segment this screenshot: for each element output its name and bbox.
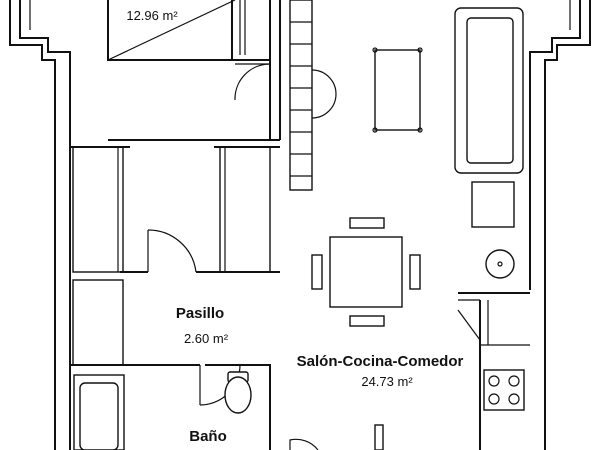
- coffee-table: [372, 47, 423, 133]
- hallway-area: 2.60 m²: [184, 331, 229, 346]
- bedroom-area: 12.96 m²: [126, 8, 178, 23]
- staircase: [289, 0, 337, 191]
- bathroom-walls: [70, 279, 271, 450]
- stove: [483, 369, 525, 411]
- hallway-wardrobes: [70, 146, 280, 273]
- hallway-door: [120, 229, 280, 273]
- left-exterior-wall: [9, 0, 71, 450]
- toilet: [224, 371, 252, 414]
- bedroom-door: [234, 63, 271, 101]
- dining-set: [311, 217, 421, 327]
- living-name: Salón-Cocina-Comedor: [297, 353, 464, 370]
- hallway-name: Pasillo: [176, 305, 224, 322]
- living-area: 24.73 m²: [361, 374, 413, 389]
- lower-living-details: [289, 424, 384, 450]
- bedroom-closet: [107, 0, 270, 61]
- kitchen-counter: [457, 292, 530, 450]
- bathroom-name: Baño: [189, 428, 227, 445]
- sofa: [454, 7, 524, 174]
- right-exterior-wall: [529, 0, 591, 450]
- bathtub: [73, 374, 125, 450]
- side-table: [471, 181, 515, 228]
- round-object: [485, 249, 515, 279]
- corridor-walls: [108, 0, 281, 141]
